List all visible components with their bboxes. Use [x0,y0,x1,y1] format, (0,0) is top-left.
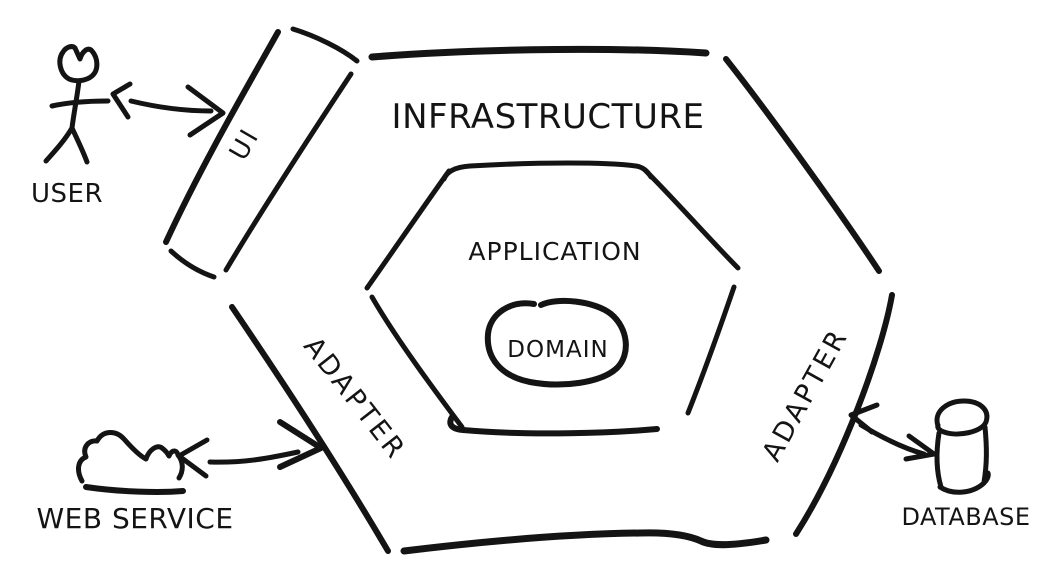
stick-figure-icon [43,44,111,165]
web-service-label: WEB SERVICE [36,502,233,535]
outer-hexagon-bottomright-edge [793,292,895,537]
cloud-underline [83,484,186,495]
stick-figure-arms [49,98,111,109]
web-service-arrow-shaft [207,449,301,465]
domain-blob [484,297,629,388]
adapter-database-arrow [848,402,937,462]
ui-port-label: UI [224,122,266,165]
inner-hexagon [364,160,741,437]
user-ui-arrow [110,81,226,138]
application-label: APPLICATION [468,237,641,266]
user-ui-arrow-left-head [110,81,133,120]
inner-hexagon-bottomleft-edge [369,294,465,430]
outer-hexagon-topleft-edge [163,29,281,245]
user-label: USER [31,179,103,209]
outer-hexagon-topleft-corner [290,26,360,64]
inner-hexagon-bottom-edge [447,414,660,437]
database-left-side [934,430,944,490]
outer-hexagon-bottom-edge [400,529,770,555]
database-cylinder-icon [934,398,991,495]
inner-hexagon-topright-edge [642,167,741,271]
outer-hexagon-top-edge [368,45,710,61]
stick-figure-head [57,44,100,84]
inner-hexagon-top-edge [441,160,654,182]
web-service-adapter-arrow [176,419,324,479]
user-ui-arrow-right-head [185,84,226,138]
outer-hexagon [163,26,895,555]
database-bottom-curve [937,470,991,495]
inner-hexagon-topleft-edge [364,168,452,291]
domain-label: DOMAIN [507,337,608,363]
ui-port-lane [168,71,354,280]
database-top-ellipse [934,398,990,437]
inner-hexagon-bottomright-edge [685,284,737,416]
database-right-side [981,424,989,485]
ui-lane-inner-line [223,71,354,273]
user-ui-arrow-shaft [128,98,214,114]
adapter-database-arrow-right-head [903,433,937,462]
stick-figure-right-leg [69,125,90,165]
outer-hexagon-bottomleft-edge [229,304,391,554]
stick-figure-left-leg [43,125,75,164]
web-service-arrow-left-head [176,437,210,479]
outer-hexagon-topright-edge [723,56,882,274]
adapter-database-arrow-shaft [858,422,927,457]
cloud-outline [76,430,185,484]
cloud-icon [76,430,186,495]
infrastructure-label: INFRASTRUCTURE [392,97,705,137]
ui-lane-bottom-cap [168,248,217,280]
web-service-arrow-right-head [277,419,324,470]
database-label: DATABASE [901,503,1030,531]
